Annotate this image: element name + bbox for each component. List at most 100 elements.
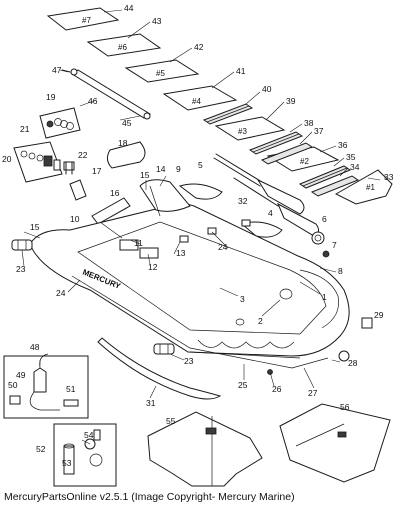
callout-55: 55 [166, 416, 176, 426]
callout-36: 36 [338, 140, 348, 150]
pump-kit-box-48[interactable] [3, 353, 89, 419]
callout-29: 29 [374, 310, 384, 320]
panel-label-3: #3 [238, 127, 247, 136]
callout-13: 13 [176, 248, 186, 258]
handle-23-bottom[interactable] [153, 343, 175, 355]
callout-44: 44 [124, 3, 134, 13]
keel-strip-31[interactable] [97, 337, 222, 400]
callout-48: 48 [30, 342, 40, 352]
floor-panel-7[interactable]: #7 [46, 7, 120, 31]
stringer-40[interactable] [202, 103, 254, 125]
boat-hull: MERCURY [29, 179, 350, 375]
panel-label-4: #4 [192, 97, 201, 106]
floor-panel-3[interactable]: #3 [214, 116, 286, 141]
panel-label-6: #6 [118, 43, 127, 52]
bow-eye-29[interactable] [361, 317, 373, 329]
callout-51: 51 [66, 384, 76, 394]
callout-2: 2 [258, 316, 263, 326]
callout-18: 18 [118, 138, 128, 148]
callout-15a: 15 [30, 222, 40, 232]
callout-4: 4 [268, 208, 273, 218]
stringer-35[interactable] [298, 165, 352, 189]
callout-54: 54 [84, 430, 94, 440]
stringer-38[interactable] [248, 131, 304, 155]
callout-53: 53 [62, 458, 72, 468]
copyright-footer: MercuryPartsOnline v2.5.1 (Image Copyrig… [4, 491, 295, 503]
callout-14: 14 [156, 164, 166, 174]
panel-label-2: #2 [300, 157, 309, 166]
callout-19: 19 [46, 92, 56, 102]
oar-blade-5[interactable] [178, 183, 223, 200]
callout-8: 8 [338, 266, 343, 276]
callout-56: 56 [340, 402, 350, 412]
callout-23a: 23 [16, 264, 26, 274]
callout-26: 26 [272, 384, 282, 394]
callout-45: 45 [122, 118, 132, 128]
callout-39: 39 [286, 96, 296, 106]
valve-6[interactable] [311, 231, 325, 245]
callout-16: 16 [110, 188, 120, 198]
patch-18[interactable] [106, 141, 146, 169]
repair-kit-box-52[interactable] [53, 423, 117, 487]
valve-kit-19[interactable] [39, 107, 81, 139]
leader-lines [21, 9, 381, 445]
floor-panel-6[interactable]: #6 [86, 33, 162, 57]
panel-label-1: #1 [366, 183, 375, 192]
callout-9: 9 [176, 164, 181, 174]
handle-23-top[interactable] [11, 239, 33, 251]
callout-31: 31 [146, 398, 156, 408]
callout-34: 34 [350, 162, 360, 172]
callout-37: 37 [314, 126, 324, 136]
callout-27: 27 [308, 388, 318, 398]
callout-5: 5 [198, 160, 203, 170]
callout-49: 49 [16, 370, 26, 380]
callout-25: 25 [238, 380, 248, 390]
oar-32-left[interactable] [213, 153, 305, 215]
callout-17: 17 [92, 166, 102, 176]
callout-21: 21 [20, 124, 30, 134]
callout-numbers: 44 43 42 41 40 39 38 37 36 35 34 33 32 5… [2, 3, 394, 468]
callout-41: 41 [236, 66, 246, 76]
cover-55[interactable] [147, 411, 263, 487]
handle-22[interactable] [63, 161, 75, 175]
floor-panel-5[interactable]: #5 [124, 59, 200, 83]
floor-panel-4[interactable]: #4 [162, 85, 238, 111]
callout-52: 52 [36, 444, 46, 454]
bracket-17[interactable] [69, 179, 87, 201]
callout-42: 42 [194, 42, 204, 52]
callout-3: 3 [240, 294, 245, 304]
callout-12: 12 [148, 262, 158, 272]
stringer-37[interactable] [260, 142, 314, 165]
valve-cap-7[interactable] [322, 250, 330, 258]
callout-33: 33 [384, 172, 394, 182]
callout-43: 43 [152, 16, 162, 26]
callout-6: 6 [322, 214, 327, 224]
callout-11: 11 [134, 238, 143, 248]
callout-7: 7 [332, 240, 337, 250]
floor-panel-1[interactable]: #1 [334, 169, 393, 205]
oar-pole-46[interactable] [61, 68, 151, 120]
callout-28: 28 [348, 358, 358, 368]
callout-20: 20 [2, 154, 12, 164]
callout-46: 46 [88, 96, 98, 106]
callout-15b: 15 [140, 170, 150, 180]
stringer-34[interactable] [310, 175, 360, 197]
panel-label-5: #5 [156, 69, 165, 78]
callout-40: 40 [262, 84, 272, 94]
callout-47: 47 [52, 65, 62, 75]
panel-label-7: #7 [82, 16, 91, 25]
towing-ring-28[interactable] [338, 350, 350, 362]
callout-10: 10 [70, 214, 80, 224]
oar-blade-4[interactable] [240, 221, 283, 238]
callout-23b: 23 [184, 356, 194, 366]
seat-panel-16[interactable] [91, 197, 131, 225]
callout-35: 35 [346, 152, 356, 162]
callout-32: 32 [238, 196, 248, 206]
valve-parts-20[interactable] [13, 141, 63, 183]
cover-56[interactable] [279, 403, 391, 483]
callout-50: 50 [8, 380, 18, 390]
callout-24a: 24 [56, 288, 66, 298]
callout-1: 1 [322, 292, 327, 302]
callout-22: 22 [78, 150, 88, 160]
